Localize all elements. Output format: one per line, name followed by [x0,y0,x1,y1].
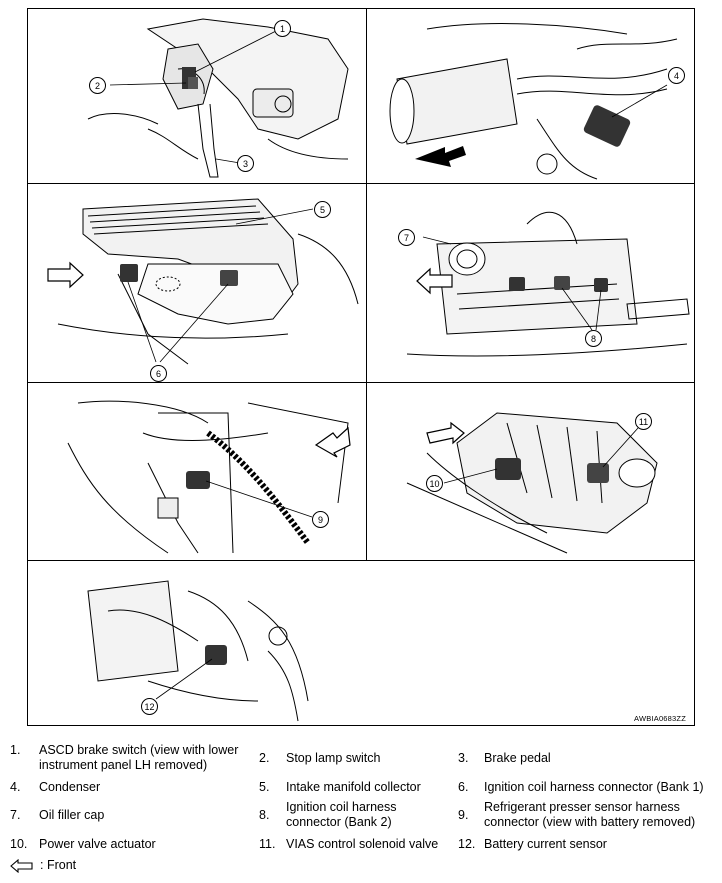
callout-6: 6 [150,365,167,382]
legend: 1. ASCD brake switch (view with lower in… [0,735,722,883]
panel-battery-sensor: 12 [28,561,366,725]
callout-12: 12 [141,698,158,715]
oil-filler-drawing [406,211,690,357]
legend-item-8: 8. Ignition coil harness connector (Bank… [259,800,397,829]
refrigerant-sensor-drawing [67,400,351,554]
panel-vias-valve: 10 11 [367,383,694,560]
callout-10: 10 [426,475,443,492]
callout-11: 11 [635,413,652,430]
battery-sensor-drawing [87,580,309,722]
callout-7: 7 [398,229,415,246]
callout-5: 5 [314,201,331,218]
callout-9: 9 [312,511,329,528]
grid-divider [28,183,694,184]
grid-divider [366,9,367,560]
component-location-figure: 1 2 3 4 [27,8,695,726]
intake-collector-drawing [47,198,359,365]
callout-4: 4 [668,67,685,84]
panel-intake-collector: 5 6 [28,184,366,382]
legend-item-9: 9. Refrigerant presser sensor harness co… [458,800,696,829]
panel-brake-pedal: 1 2 3 [28,9,366,183]
condenser-drawing [389,23,678,180]
panel-condenser: 4 [367,9,694,183]
brake-pedal-drawing [87,18,349,178]
callout-1: 1 [274,20,291,37]
grid-divider [28,560,694,561]
vias-valve-drawing [406,412,658,554]
front-key-label: : Front [40,858,77,872]
panel-oil-filler: 7 8 [367,184,694,382]
front-arrow-icon [10,859,33,873]
callout-8: 8 [585,330,602,347]
grid-divider [28,382,694,383]
legend-item-1: 1. ASCD brake switch (view with lower in… [10,743,239,772]
panel-refrigerant-sensor: 9 [28,383,366,560]
callout-2: 2 [89,77,106,94]
callout-3: 3 [237,155,254,172]
figure-code: AWBIA0683ZZ [634,714,686,723]
